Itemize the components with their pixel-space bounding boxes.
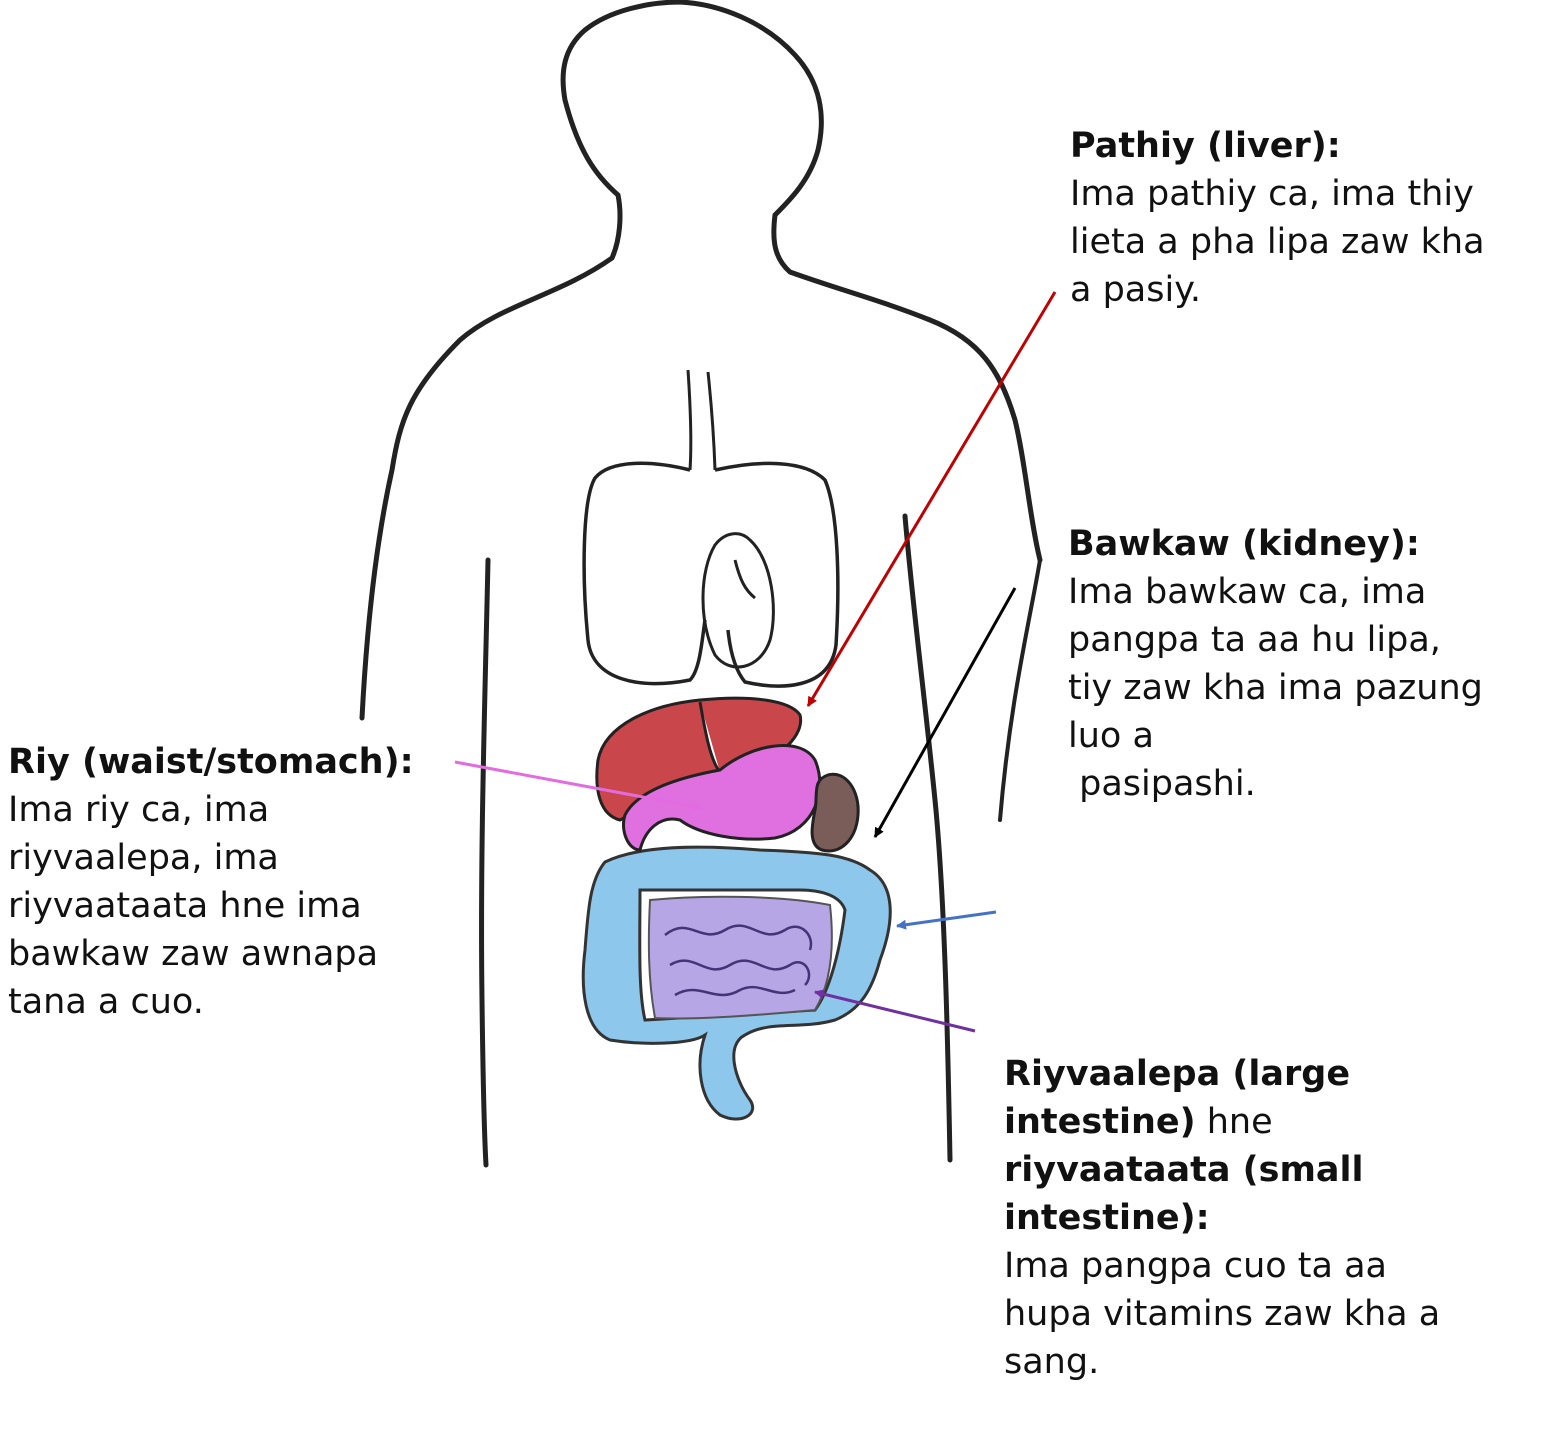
stomach-label-body: Ima riy ca, ima riyvaalepa, ima riyvaata… (8, 786, 458, 1026)
kidney-label-body: Ima bawkaw ca, ima pangpa ta aa hu lipa,… (1068, 568, 1538, 808)
body-outline (362, 2, 1040, 718)
intestines-heading-part1: Riyvaalepa (large intestine) (1004, 1054, 1350, 1142)
liver-label-body: Ima pathiy ca, ima thiy lieta a pha lipa… (1070, 170, 1540, 314)
liver-label: Pathiy (liver): Ima pathiy ca, ima thiy … (1070, 122, 1540, 314)
right-torso-line (905, 516, 950, 1160)
left-arm-inner-line (482, 560, 488, 1165)
intestines-label-body: Ima pangpa cuo ta aa hupa vitamins zaw k… (1004, 1242, 1524, 1386)
intestines-label: Riyvaalepa (large intestine) hne riyvaat… (1004, 1050, 1524, 1386)
heart (703, 534, 773, 667)
stomach-label-heading: Riy (waist/stomach): (8, 738, 458, 786)
trachea (688, 370, 715, 470)
large-intestine-arrow (897, 912, 996, 926)
right-arm-line (1000, 560, 1040, 820)
liver-arrow (808, 292, 1055, 706)
kidney (812, 774, 858, 851)
small-intestine (649, 897, 832, 1019)
kidney-label-heading: Bawkaw (kidney): (1068, 520, 1538, 568)
intestines-label-heading: Riyvaalepa (large intestine) hne riyvaat… (1004, 1050, 1524, 1242)
kidney-label: Bawkaw (kidney): Ima bawkaw ca, ima pang… (1068, 520, 1538, 808)
intestines-heading-part2: riyvaataata (small intestine): (1004, 1150, 1364, 1238)
stomach-label: Riy (waist/stomach): Ima riy ca, ima riy… (8, 738, 458, 1026)
liver-label-heading: Pathiy (liver): (1070, 122, 1540, 170)
lungs (584, 463, 838, 686)
kidney-arrow (875, 588, 1015, 837)
intestines-heading-connector: hne (1196, 1102, 1273, 1142)
